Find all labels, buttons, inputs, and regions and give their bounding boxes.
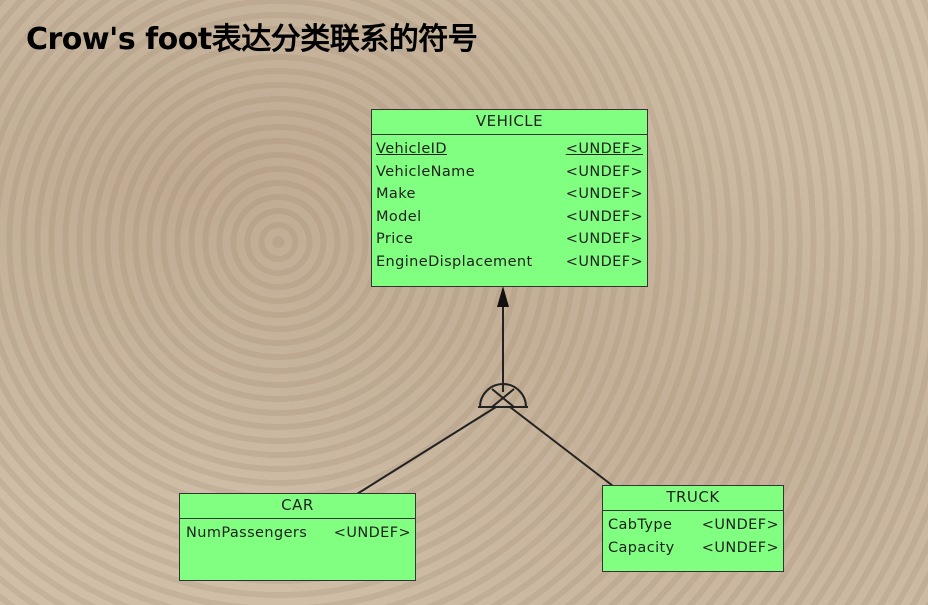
- attribute-type: <UNDEF>: [565, 208, 643, 225]
- attribute-row: Capacity <UNDEF>: [603, 537, 783, 560]
- attribute-row: NumPassengers <UNDEF>: [180, 522, 415, 545]
- entity-car-name: CAR: [180, 494, 415, 519]
- attribute-type: <UNDEF>: [565, 163, 643, 180]
- attribute-type: <UNDEF>: [701, 539, 779, 556]
- attribute-type: <UNDEF>: [565, 231, 643, 247]
- attribute-row: VehicleName <UNDEF>: [372, 161, 647, 184]
- attribute-type: <UNDEF>: [565, 253, 643, 270]
- attribute-row: CabType <UNDEF>: [603, 514, 783, 537]
- attribute-name: NumPassengers: [186, 525, 308, 541]
- attribute-name: Make: [376, 186, 416, 202]
- attribute-type: <UNDEF>: [565, 186, 643, 202]
- attribute-type: <UNDEF>: [565, 141, 643, 157]
- entity-vehicle-attributes: VehicleID <UNDEF> VehicleName <UNDEF> Ma…: [372, 135, 647, 273]
- inheritance-arrowhead: [497, 286, 509, 307]
- attribute-name: Model: [376, 208, 422, 225]
- attribute-type: <UNDEF>: [333, 525, 411, 541]
- attribute-name: EngineDisplacement: [376, 253, 533, 270]
- subtype-connector-truck: [509, 406, 614, 487]
- attribute-type: <UNDEF>: [701, 517, 779, 533]
- attribute-row: VehicleID <UNDEF>: [372, 138, 647, 161]
- category-symbol: [478, 383, 528, 408]
- entity-vehicle[interactable]: VEHICLE VehicleID <UNDEF> VehicleName <U…: [371, 109, 648, 287]
- attribute-row: Price <UNDEF>: [372, 228, 647, 251]
- attribute-row: Make <UNDEF>: [372, 183, 647, 206]
- entity-car[interactable]: CAR NumPassengers <UNDEF>: [179, 493, 416, 581]
- entity-vehicle-name: VEHICLE: [372, 110, 647, 135]
- attribute-name: Price: [376, 231, 414, 247]
- attribute-name: VehicleID: [376, 141, 447, 157]
- attribute-row: Model <UNDEF>: [372, 206, 647, 229]
- entity-truck-attributes: CabType <UNDEF> Capacity <UNDEF>: [603, 511, 783, 559]
- attribute-name: VehicleName: [376, 163, 476, 180]
- attribute-name: Capacity: [608, 539, 675, 556]
- entity-truck-name: TRUCK: [603, 486, 783, 511]
- attribute-row: EngineDisplacement <UNDEF>: [372, 251, 647, 274]
- attribute-name: CabType: [608, 517, 673, 533]
- entity-truck[interactable]: TRUCK CabType <UNDEF> Capacity <UNDEF>: [602, 485, 784, 572]
- slide-title: Crow's foot表达分类联系的符号: [26, 22, 478, 57]
- entity-car-attributes: NumPassengers <UNDEF>: [180, 519, 415, 545]
- subtype-connector-car: [356, 406, 497, 495]
